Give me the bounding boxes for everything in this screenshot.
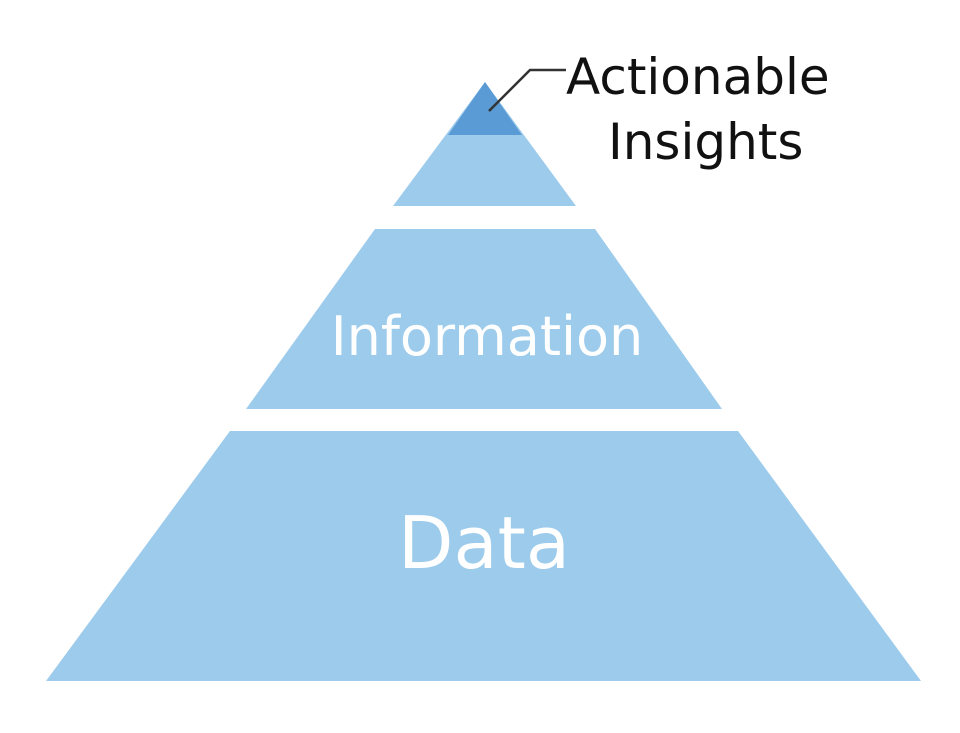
pyramid-tier-bottom bbox=[46, 431, 921, 681]
pyramid-apex bbox=[448, 82, 522, 135]
callout-label-line2: Insights bbox=[608, 113, 803, 171]
pyramid-tier-top bbox=[393, 82, 576, 206]
callout-leader-line bbox=[488, 68, 566, 112]
callout-label-line1: Actionable bbox=[566, 48, 830, 106]
tier-label-data: Data bbox=[398, 501, 570, 585]
pyramid-tier-middle bbox=[246, 229, 722, 409]
tier-label-information: Information bbox=[331, 305, 644, 368]
